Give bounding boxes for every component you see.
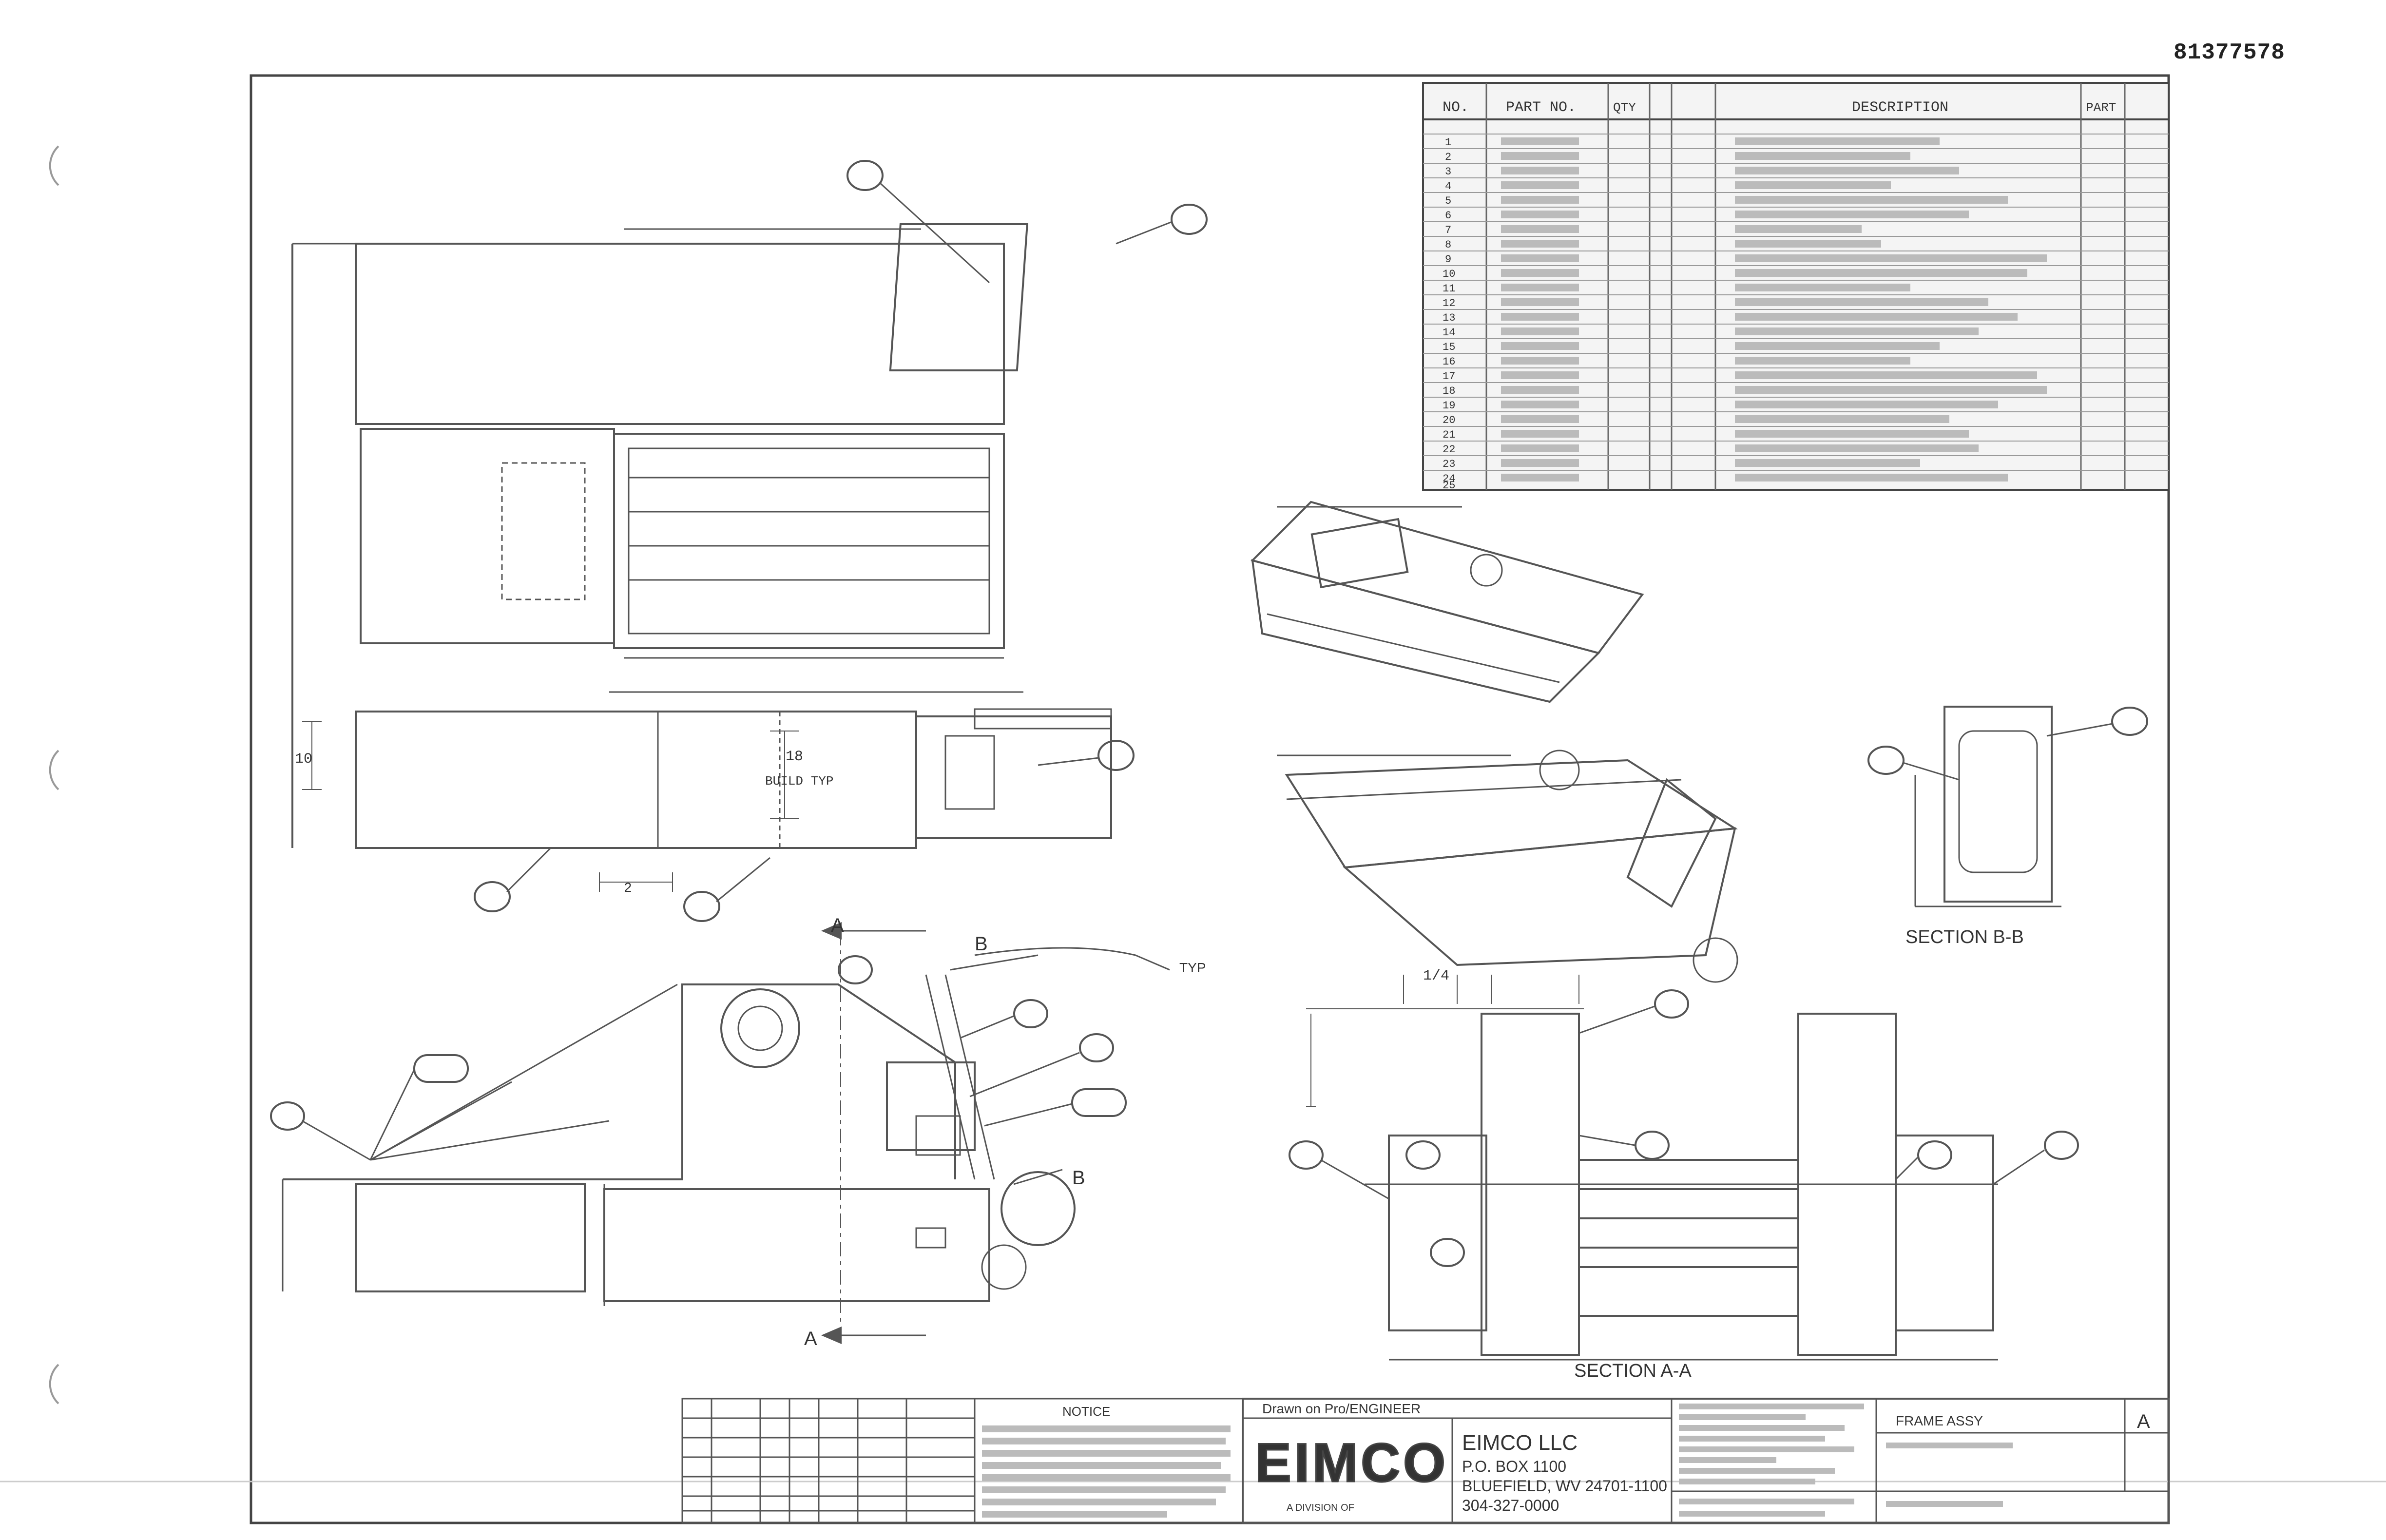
table-header-description: DESCRIPTION <box>1852 99 1948 116</box>
section-cut-label: B <box>1072 1167 1085 1189</box>
section-aa-balloons <box>1289 989 2079 1267</box>
row-no: 14 <box>1443 327 1455 339</box>
side-elevation-view <box>282 922 1170 1345</box>
binder-hole-icon <box>49 750 59 790</box>
balloon-icon <box>1654 989 1689 1019</box>
row-no: 18 <box>1443 385 1455 397</box>
row-no: 12 <box>1443 297 1455 309</box>
section-bb-view <box>1867 706 2148 907</box>
balloon-icon <box>1013 999 1048 1028</box>
plan-view-balloons <box>474 160 1208 922</box>
row-no: 19 <box>1443 400 1455 412</box>
section-aa-title: SECTION A-A <box>1574 1361 1692 1381</box>
row-no: 1 <box>1445 136 1451 149</box>
row-no: 9 <box>1445 253 1451 266</box>
balloon-icon <box>1635 1131 1670 1160</box>
balloon-icon <box>1917 1140 1952 1170</box>
balloon-icon <box>2111 707 2148 736</box>
binder-hole-icon <box>49 145 59 186</box>
isometric-detail-top <box>1251 500 1644 703</box>
balloon-icon <box>1289 1140 1324 1170</box>
row-no: 23 <box>1443 458 1455 470</box>
side-elevation-balloons <box>270 955 1127 1161</box>
row-no: 8 <box>1445 239 1451 251</box>
row-no: 20 <box>1443 414 1455 426</box>
row-no: 7 <box>1445 224 1451 236</box>
section-cut-label: B <box>975 933 988 955</box>
drawn-on-note: Drawn on Pro/ENGINEER <box>1262 1401 1421 1416</box>
revision-block <box>681 1398 976 1524</box>
address-line-1: P.O. BOX 1100 <box>1462 1458 1566 1475</box>
dim-label: 2 <box>624 881 632 896</box>
balloon-icon <box>1405 1140 1441 1170</box>
row-no: 22 <box>1443 443 1455 456</box>
balloon-icon <box>838 955 873 984</box>
logo-subtitle: A DIVISION OF <box>1287 1502 1354 1513</box>
balloon-icon <box>474 881 511 912</box>
row-no: 4 <box>1445 180 1451 192</box>
row-no: 21 <box>1443 429 1455 441</box>
table-header-qty: QTY <box>1613 100 1636 115</box>
balloon-icon <box>1079 1033 1114 1062</box>
section-bb-title: SECTION B-B <box>1905 927 2024 947</box>
table-header-part-no: PART NO. <box>1506 99 1576 116</box>
plan-view-labels: 10 18 BUILD TYP 2 <box>295 749 833 896</box>
row-no: 17 <box>1443 370 1455 383</box>
binder-holes <box>49 145 59 1405</box>
plan-view <box>291 223 1112 892</box>
section-aa-labels: 1/4 SECTION A-A <box>1423 968 1692 1381</box>
balloon-icon <box>847 160 884 191</box>
phone: 304-327-0000 <box>1462 1497 1559 1514</box>
row-no: 13 <box>1443 312 1455 324</box>
drawing-number: 81377578 <box>2174 40 2285 65</box>
table-header-no: NO. <box>1443 99 1469 116</box>
section-cut-label: A <box>804 1328 817 1349</box>
side-elevation-labels: A A B B TYP <box>804 915 1206 1349</box>
address-line-2: BLUEFIELD, WV 24701-1100 <box>1462 1477 1667 1495</box>
row-no: 11 <box>1443 283 1455 295</box>
isometric-detail-middle <box>1277 750 1738 983</box>
row-no: 15 <box>1443 341 1455 353</box>
section-cut-label: A <box>831 915 844 936</box>
row-no: 16 <box>1443 356 1455 368</box>
row-no: 10 <box>1443 268 1455 280</box>
row-no: 24 <box>1443 473 1455 485</box>
binder-hole-icon <box>49 1364 59 1405</box>
dim-label: 1/4 <box>1423 968 1449 984</box>
dim-label: 10 <box>295 751 312 768</box>
balloon-icon <box>1097 740 1135 771</box>
notes-title: NOTICE <box>1062 1404 1110 1419</box>
typ-note: TYP <box>1179 960 1206 975</box>
balloon-icon <box>413 1054 469 1083</box>
section-aa-view <box>1306 975 1998 1361</box>
balloon-icon <box>1430 1238 1465 1267</box>
weld-note: BUILD TYP <box>765 774 833 789</box>
balloon-icon <box>1867 746 1905 775</box>
row-no: 3 <box>1445 166 1451 178</box>
balloon-icon <box>2044 1131 2079 1160</box>
company-name: EIMCO LLC <box>1462 1431 1578 1455</box>
dim-label: 18 <box>786 749 803 765</box>
notes-block: NOTICE <box>974 1398 1244 1524</box>
row-no: 6 <box>1445 210 1451 222</box>
balloon-icon <box>270 1101 305 1131</box>
table-header-part: PART <box>2086 100 2116 115</box>
balloon-icon <box>1071 1088 1127 1117</box>
row-no: 5 <box>1445 195 1451 207</box>
revision-letter: A <box>2137 1411 2150 1432</box>
balloon-icon <box>683 891 720 922</box>
balloon-icon <box>1171 204 1208 235</box>
title-block: Drawn on Pro/ENGINEER EIMCO A DIVISION O… <box>1242 1398 2170 1524</box>
row-no: 2 <box>1445 151 1451 163</box>
company-logo: EIMCO <box>1255 1432 1448 1493</box>
parts-list-table: NO. PART NO. QTY DESCRIPTION PART 1 2 3 … <box>1422 82 2170 492</box>
row-no: 25 <box>1443 480 1455 492</box>
drawing-title: FRAME ASSY <box>1896 1413 1983 1428</box>
